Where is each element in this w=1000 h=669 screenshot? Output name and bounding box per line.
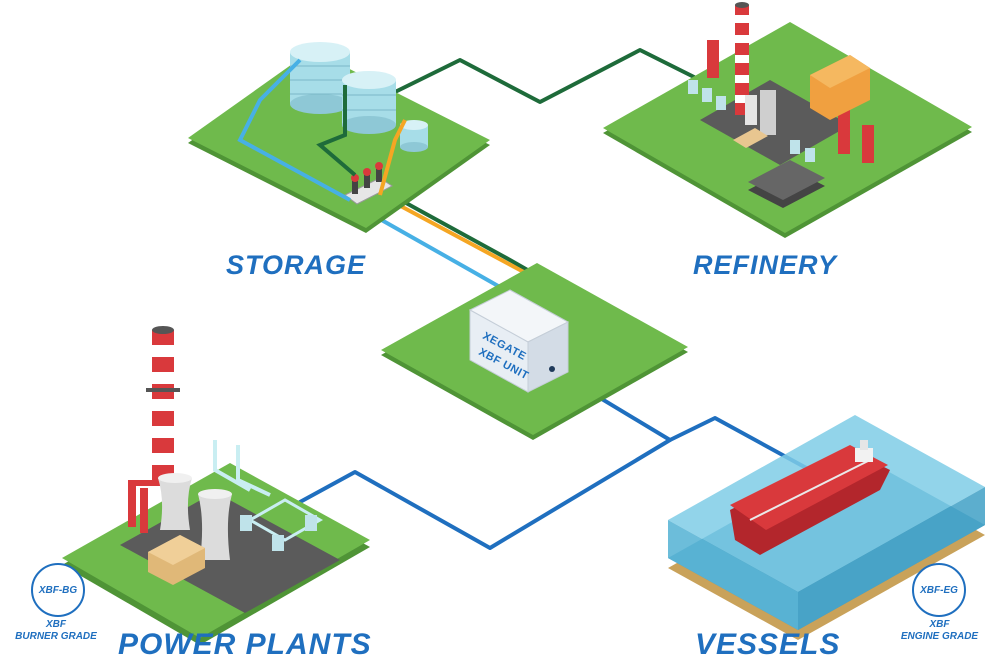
powerplant-chimney (146, 326, 180, 480)
unit-platform: XEGATE XBF UNIT (381, 263, 688, 440)
pipe-storage-refinery (393, 48, 702, 104)
grade-eg-line1: XBF (929, 619, 950, 630)
grade-eg-caption: XBF ENGINE GRADE (887, 619, 992, 643)
pipe-unit-powerplant (298, 438, 672, 550)
oil-tanker (730, 440, 890, 555)
refinery-building (810, 55, 870, 120)
storage-tank-small (400, 120, 428, 152)
refinery-column (862, 125, 874, 163)
label-vessels: VESSELS (695, 628, 841, 661)
xbf-unit-box (468, 289, 570, 393)
badge-xbf-bg: XBF-BG (31, 563, 85, 617)
label-storage: STORAGE (226, 250, 367, 280)
powerplant-platform (62, 326, 370, 645)
cooling-tower (158, 473, 192, 530)
vessel-platform (668, 415, 985, 640)
storage-platform (188, 42, 490, 233)
valve-manifold (344, 162, 393, 205)
grade-eg-line2: ENGINE GRADE (900, 631, 979, 642)
powerplant-building (148, 535, 205, 585)
storage-tank-medium (342, 71, 396, 134)
grade-bg-caption: XBF BURNER GRADE (6, 619, 106, 643)
pipe-unit-vessels (550, 367, 812, 472)
cooling-tower (198, 489, 232, 560)
refinery-column (707, 40, 719, 78)
label-refinery: REFINERY (693, 250, 838, 280)
storage-tank-large (290, 42, 350, 114)
label-power-plants: POWER PLANTS (118, 628, 372, 661)
grade-bg-line1: XBF (46, 619, 66, 630)
refinery-column (838, 110, 850, 154)
badge-xbf-eg: XBF-EG (912, 563, 966, 617)
grade-bg-line2: BURNER GRADE (15, 631, 97, 642)
refinery-platform (603, 2, 972, 238)
unit-outlet (549, 366, 555, 372)
refinery-chimney (735, 2, 749, 115)
